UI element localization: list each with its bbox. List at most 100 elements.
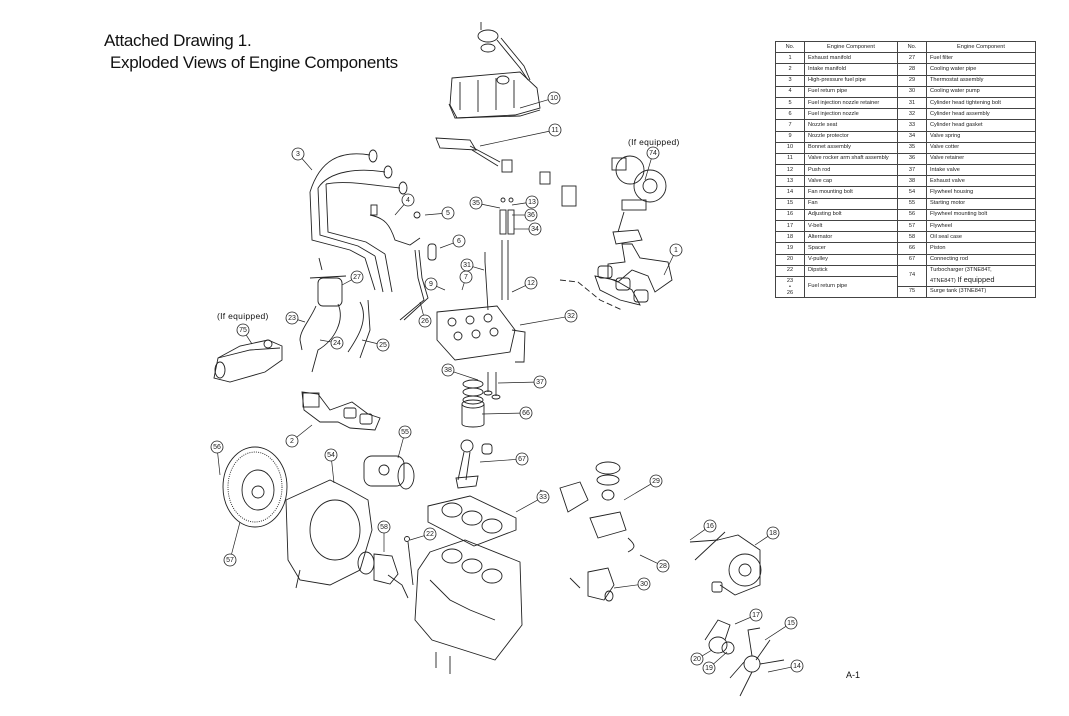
oil-seal-case-part [357,551,409,599]
callout-circle [703,519,717,533]
bonnet-assembly-part [448,71,541,119]
callout-leader-line [713,651,728,665]
callout-label: 11 [551,127,558,134]
callout-leader-line [639,554,658,564]
callout-circle [423,527,437,541]
range-start: 23 [786,277,794,284]
part-name: Flywheel [926,219,1036,233]
part-name: Oil seal case [926,231,1036,244]
part-name-line: Turbocharger (3TNE84T, [930,266,992,273]
callout-label: 37 [536,379,544,386]
callout-circle [441,363,455,377]
callout-leader-line [245,334,253,345]
callout-leader-line [217,452,221,476]
part-name: Flywheel housing [926,186,1036,199]
callout-75: 75 [236,323,253,345]
callout-leader-line [701,649,713,657]
callout-circle [441,206,455,220]
if-equipped-note: If equipped [957,274,995,284]
callout-leader-line [341,279,352,286]
callout-58: 58 [377,520,391,552]
callout-circle [236,323,250,337]
callout-leader-line [481,203,501,209]
callout-57: 57 [223,521,241,567]
intake-manifold-part [301,391,381,431]
callout-leader-line [689,529,706,541]
part-number: 33 [897,119,927,132]
callout-circle [536,490,550,504]
callout-14: 14 [767,659,804,673]
part-name: Intake valve [926,164,1036,177]
part-name: Cylinder head gasket [926,119,1036,132]
part-number: 56 [897,208,927,222]
dipstick-part [404,536,414,586]
callout-56: 56 [210,440,224,476]
callout-66: 66 [481,406,533,420]
breather-cap-part [477,22,531,81]
callout-25: 25 [361,338,390,352]
callout-circle [533,375,547,389]
callout-circle [790,659,804,673]
callout-circle [515,452,529,466]
callout-circle [424,277,438,291]
callout-label: 57 [226,557,234,564]
callout-35: 35 [469,196,501,210]
callout-label: 30 [640,581,648,588]
callout-leader-line [424,213,443,216]
callout-16: 16 [689,519,717,541]
callout-leader-line [394,204,405,216]
part-name: Nozzle protector [804,130,898,143]
callout-label: 56 [213,444,221,451]
callout-circle [669,243,683,257]
callout-leader-line [754,536,769,546]
callout-67: 67 [479,452,529,466]
callout-label: 35 [472,200,480,207]
callout-label: 33 [539,494,547,501]
part-number: 18 [775,231,805,244]
part-name: Flywheel mounting bolt [926,208,1036,222]
callout-label: 74 [649,150,657,157]
callout-label: 67 [518,456,526,463]
callout-circle [377,520,391,534]
surge-tank-part [213,339,283,383]
callout-circle [784,616,798,630]
callout-leader-line [319,339,332,343]
callout-circle [519,406,533,420]
callout-5: 5 [424,206,455,220]
callout-leader-line [767,666,792,673]
callout-circle [285,311,299,325]
callout-label: 29 [652,478,660,485]
callout-label: 17 [752,612,760,619]
part-number: 17 [775,219,805,233]
callout-28: 28 [639,554,670,573]
callout-label: 9 [429,281,433,288]
callout-27: 27 [341,270,364,286]
page-number: A-1 [846,670,861,680]
callout-label: 12 [527,280,535,287]
callout-label: 75 [239,327,247,334]
callout-55: 55 [397,425,412,459]
part-name: Exhaust valve [926,175,1036,188]
callout-23: 23 [285,311,306,325]
callout-circle [749,608,763,622]
callout-circle [418,314,432,328]
callout-leader-line [519,99,549,109]
piston-valves-part [461,372,501,428]
part-number: 54 [897,186,927,199]
callout-36: 36 [512,208,538,222]
starting-motor-part [363,455,415,490]
callout-leader-line [472,266,485,271]
part-name: Valve cap [804,175,898,188]
callout-label: 58 [380,524,388,531]
callout-circle [525,195,539,209]
